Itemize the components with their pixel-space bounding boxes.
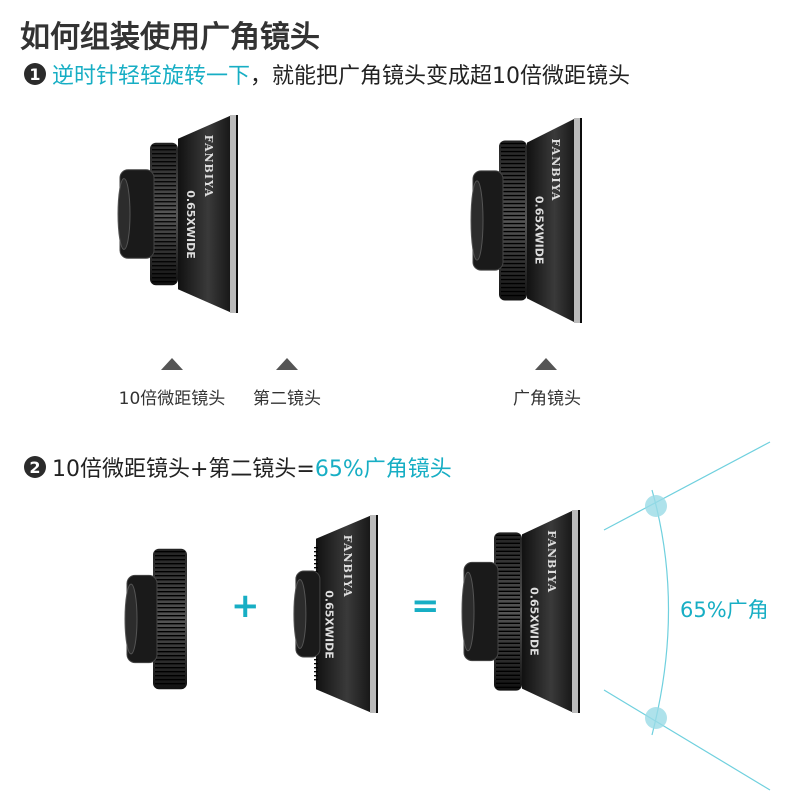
angle-line-bottom [603,689,771,791]
wide-angle-lens-result: FANBIYA 0.65XWIDE [461,510,580,713]
pointer-triangle-icon [535,358,557,370]
step-2-highlight: 65%广角镜头 [314,457,452,482]
second-lens: FANBIYA 0.65XWIDE [293,515,378,713]
equals-sign: = [411,586,440,626]
svg-text:0.65XWIDE: 0.65XWIDE [528,587,541,656]
step-1-text: ，就能把广角镜头变成超10倍微距镜头 [250,64,631,89]
label-second-lens: 第二镜头 [253,389,321,409]
svg-text:FANBIYA: FANBIYA [545,530,558,593]
step-2: 2 10倍微距镜头+第二镜头= 65%广角镜头 [24,451,452,483]
svg-text:0.65XWIDE: 0.65XWIDE [184,190,197,259]
angle-label: 65%广角 [680,598,769,622]
step-2-text: 10倍微距镜头+第二镜头= [52,457,315,482]
angle-arc [651,489,670,736]
plus-sign: + [231,586,260,626]
svg-text:FANBIYA: FANBIYA [341,535,354,598]
intersection-dot [645,495,667,517]
step-number-2: 2 [24,456,46,478]
step-number-1: 1 [24,63,46,85]
svg-text:FANBIYA: FANBIYA [202,135,215,198]
svg-text:FANBIYA: FANBIYA [549,139,562,202]
macro-with-wide-lens: FANBIYA 0.65XWIDE [117,115,238,313]
label-wide-lens: 广角镜头 [513,389,581,409]
step-1-highlight: 逆时针轻轻旋转一下 [52,64,251,89]
macro-lens [124,548,187,690]
pointer-triangle-icon [276,358,298,370]
label-macro-lens: 10倍微距镜头 [118,389,226,409]
pointer-triangle-icon [161,358,183,370]
svg-text:0.65XWIDE: 0.65XWIDE [322,590,335,659]
page-title: 如何组装使用广角镜头 [20,20,320,55]
intersection-dot [645,707,667,729]
step-1: 1 逆时针轻轻旋转一下 ，就能把广角镜头变成超10倍微距镜头 [24,58,630,90]
wide-angle-lens-assembled: FANBIYA 0.65XWIDE [470,118,582,323]
svg-text:0.65XWIDE: 0.65XWIDE [532,196,545,265]
angle-line-top [603,441,771,531]
